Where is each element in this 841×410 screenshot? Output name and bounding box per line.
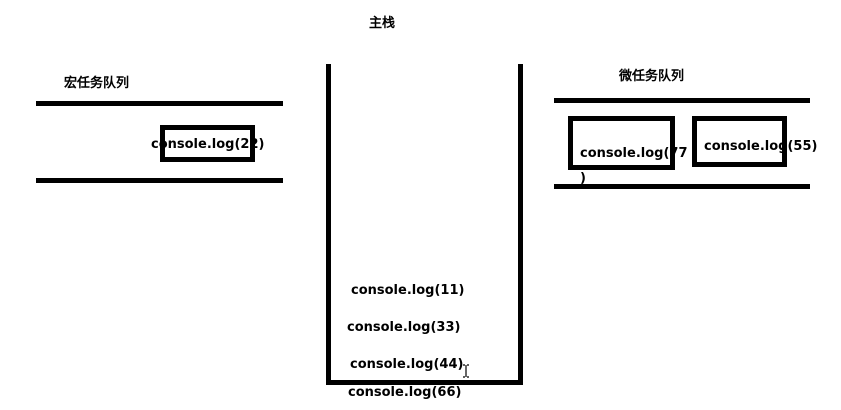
micro-queue-item-box	[568, 116, 675, 170]
macro-queue-title: 宏任务队列	[64, 76, 130, 91]
micro-queue-bottom-line	[554, 184, 810, 189]
micro-queue-item-label-continuation: )	[580, 171, 586, 186]
macro-queue-item-box	[160, 125, 255, 162]
main-stack-item: console.log(66)	[348, 385, 462, 400]
macro-queue-item-label: console.log(22)	[151, 137, 265, 152]
micro-queue-item-box	[692, 116, 787, 167]
main-stack-title: 主栈	[369, 16, 396, 31]
main-stack-right-wall	[518, 64, 523, 385]
macro-queue-bottom-line	[36, 178, 283, 183]
text-cursor-ibeam-icon	[463, 364, 469, 378]
macro-queue-top-line	[36, 101, 283, 106]
main-stack-item: console.log(44)	[350, 357, 464, 372]
micro-queue-top-line	[554, 98, 810, 103]
micro-queue-item-label: console.log(77	[580, 146, 688, 161]
main-stack-bottom-wall	[326, 380, 523, 385]
main-stack-item: console.log(11)	[351, 283, 465, 298]
main-stack-left-wall	[326, 64, 331, 385]
micro-queue-title: 微任务队列	[619, 69, 685, 84]
micro-queue-item-label: console.log(55)	[704, 139, 818, 154]
main-stack-item: console.log(33)	[347, 320, 461, 335]
